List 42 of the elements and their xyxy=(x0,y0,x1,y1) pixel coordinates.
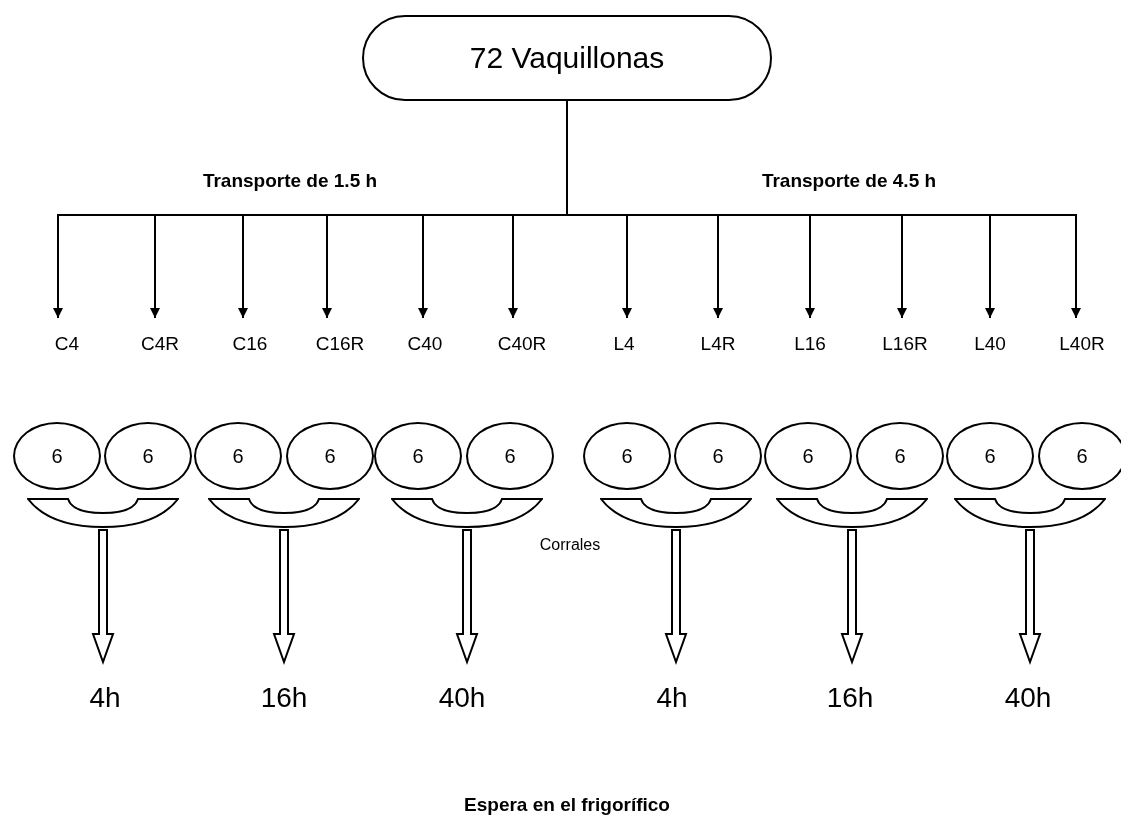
block-arrow xyxy=(840,529,864,665)
block-arrow xyxy=(664,529,688,665)
time-label: 40h xyxy=(422,664,502,714)
group-label: L4 xyxy=(592,322,656,366)
group-label: L16 xyxy=(778,322,842,366)
corral-label: Corrales xyxy=(539,536,601,554)
pen-ellipse: 6 xyxy=(856,422,944,490)
group-label: L16R xyxy=(873,322,937,366)
time-label: 4h xyxy=(65,664,145,714)
pen-ellipse: 6 xyxy=(104,422,192,490)
time-label: 16h xyxy=(244,664,324,714)
block-arrow xyxy=(1018,529,1042,665)
group-label: C4 xyxy=(35,322,99,366)
group-label: C4R xyxy=(128,322,192,366)
time-label: 16h xyxy=(810,664,890,714)
pen-ellipse: 6 xyxy=(286,422,374,490)
pen-ellipse: 6 xyxy=(1038,422,1121,490)
pen-ellipse: 6 xyxy=(946,422,1034,490)
arrow xyxy=(566,100,1081,319)
pen-ellipse: 6 xyxy=(374,422,462,490)
block-arrow xyxy=(272,529,296,665)
block-arrow xyxy=(91,529,115,665)
transport-heading: Transporte de 4.5 h xyxy=(761,170,937,192)
group-label: C40R xyxy=(490,322,554,366)
group-label: L40R xyxy=(1050,322,1114,366)
waiting-caption: Espera en el frigorífico xyxy=(464,794,670,816)
pen-ellipse: 6 xyxy=(194,422,282,490)
pen-ellipse: 6 xyxy=(583,422,671,490)
group-label: C40 xyxy=(393,322,457,366)
group-label: L40 xyxy=(958,322,1022,366)
group-label: C16R xyxy=(308,322,372,366)
time-label: 40h xyxy=(988,664,1068,714)
pen-ellipse: 6 xyxy=(13,422,101,490)
time-label: 4h xyxy=(632,664,712,714)
pen-ellipse: 6 xyxy=(466,422,554,490)
block-arrow xyxy=(455,529,479,665)
group-label: C16 xyxy=(218,322,282,366)
terminal-node: 72 Vaquillonas xyxy=(362,15,772,101)
transport-heading: Transporte de 1.5 h xyxy=(202,170,378,192)
pen-ellipse: 6 xyxy=(674,422,762,490)
group-label: L4R xyxy=(686,322,750,366)
pen-ellipse: 6 xyxy=(764,422,852,490)
